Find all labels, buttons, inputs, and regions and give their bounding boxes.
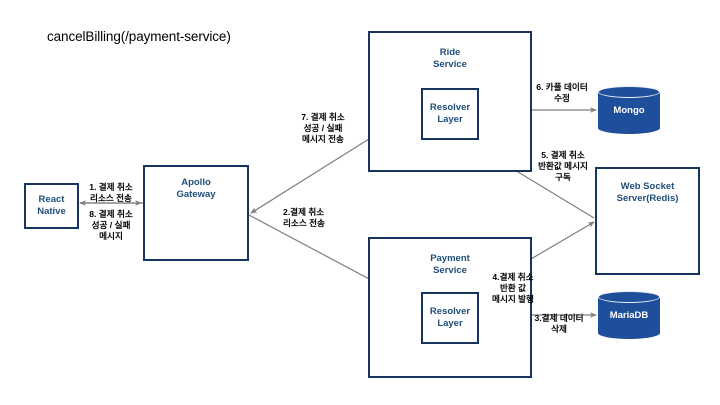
node-apollo-gateway-line1: Apollo bbox=[181, 177, 211, 188]
mariadb-label: MariaDB bbox=[609, 309, 649, 321]
edge-label-step4: 4.결제 취소 반환 값 메시지 발행 bbox=[492, 272, 534, 304]
edge-label-step2: 2.결제 취소 리소스 전송 bbox=[283, 207, 325, 228]
edge-label-step1: 1. 결제 취소 리소스 전송 bbox=[89, 182, 133, 203]
node-payment-resolver-line2: Layer bbox=[437, 318, 463, 329]
node-apollo-gateway-line2: Gateway bbox=[176, 189, 216, 200]
node-websocket-line2: Server(Redis) bbox=[616, 193, 679, 204]
edge-label-step7: 7. 결제 취소 성공 / 실패 메시지 전송 bbox=[301, 112, 345, 144]
mongo-cylinder-top bbox=[598, 86, 660, 98]
node-ride-service[interactable]: Ride Service bbox=[368, 31, 532, 172]
node-payment-service-line2: Service bbox=[433, 265, 467, 276]
mariadb-cylinder-top bbox=[598, 291, 660, 303]
node-mariadb-database[interactable]: MariaDB bbox=[598, 291, 660, 339]
node-payment-resolver-layer[interactable]: Resolver Layer bbox=[421, 292, 479, 344]
node-ride-resolver-layer[interactable]: Resolver Layer bbox=[421, 88, 479, 140]
node-ride-service-line2: Service bbox=[433, 59, 467, 70]
page-title: cancelBilling(/payment-service) bbox=[47, 29, 231, 44]
mariadb-cylinder-body bbox=[598, 297, 660, 333]
mongo-cylinder-body bbox=[598, 92, 660, 128]
node-ride-service-line1: Ride bbox=[439, 47, 461, 58]
node-react-native-line2: Native bbox=[37, 206, 66, 217]
node-apollo-gateway[interactable]: Apollo Gateway bbox=[143, 165, 249, 261]
node-payment-resolver-line1: Resolver bbox=[429, 306, 471, 317]
node-websocket-line1: Web Socket bbox=[620, 181, 675, 192]
node-react-native[interactable]: React Native bbox=[24, 183, 79, 229]
edge-label-step5: 5. 결제 취소 반환값 메시지 구독 bbox=[538, 150, 588, 182]
mongo-label: Mongo bbox=[613, 104, 645, 116]
node-ride-resolver-line1: Resolver bbox=[429, 102, 471, 113]
node-websocket-server[interactable]: Web Socket Server(Redis) bbox=[595, 167, 700, 275]
edge-label-step3: 3.결제 데이터 삭제 bbox=[534, 313, 584, 334]
edge-label-step6: 6. 카풀 데이터 수정 bbox=[536, 82, 588, 103]
node-payment-service-line1: Payment bbox=[430, 253, 470, 264]
node-react-native-line1: React bbox=[38, 194, 65, 205]
node-mongo-database[interactable]: Mongo bbox=[598, 86, 660, 134]
edge-label-step8: 8. 결제 취소 성공 / 실패 메시지 bbox=[89, 209, 133, 241]
node-ride-resolver-line2: Layer bbox=[437, 114, 463, 125]
